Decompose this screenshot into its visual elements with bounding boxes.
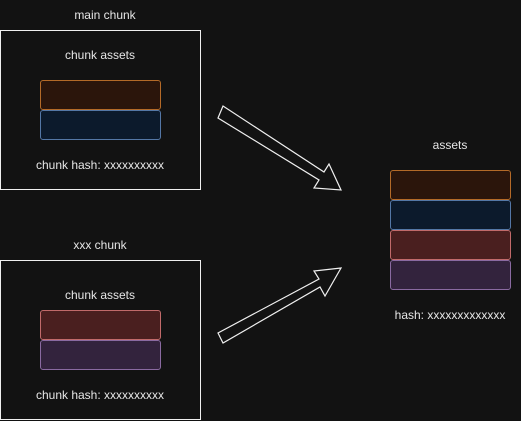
assets-hash-label: hash: xxxxxxxxxxxxx [394, 308, 506, 322]
arrow-xxx-to-assets [217, 267, 343, 344]
xxx-chunk-hash-label: chunk hash: xxxxxxxxxx [35, 388, 165, 402]
assets-block-orange [390, 170, 511, 200]
xxx-chunk-asset-block-red [40, 310, 161, 340]
assets-block-blue [390, 200, 511, 230]
main-chunk-asset-block-blue [40, 110, 161, 140]
main-chunk-box [0, 30, 201, 190]
xxx-chunk-title: xxx chunk [73, 238, 127, 252]
arrow-main-to-assets [217, 105, 342, 191]
xxx-chunk-box [0, 260, 201, 420]
assets-block-red [390, 230, 511, 260]
main-chunk-title: main chunk [74, 8, 136, 22]
main-chunk-assets-label: chunk assets [64, 48, 136, 62]
main-chunk-hash-label: chunk hash: xxxxxxxxxx [35, 158, 165, 172]
xxx-chunk-assets-label: chunk assets [64, 288, 136, 302]
xxx-chunk-asset-block-purple [40, 340, 161, 370]
main-chunk-asset-block-orange [40, 80, 161, 110]
assets-title: assets [432, 138, 468, 152]
assets-block-purple [390, 260, 511, 290]
